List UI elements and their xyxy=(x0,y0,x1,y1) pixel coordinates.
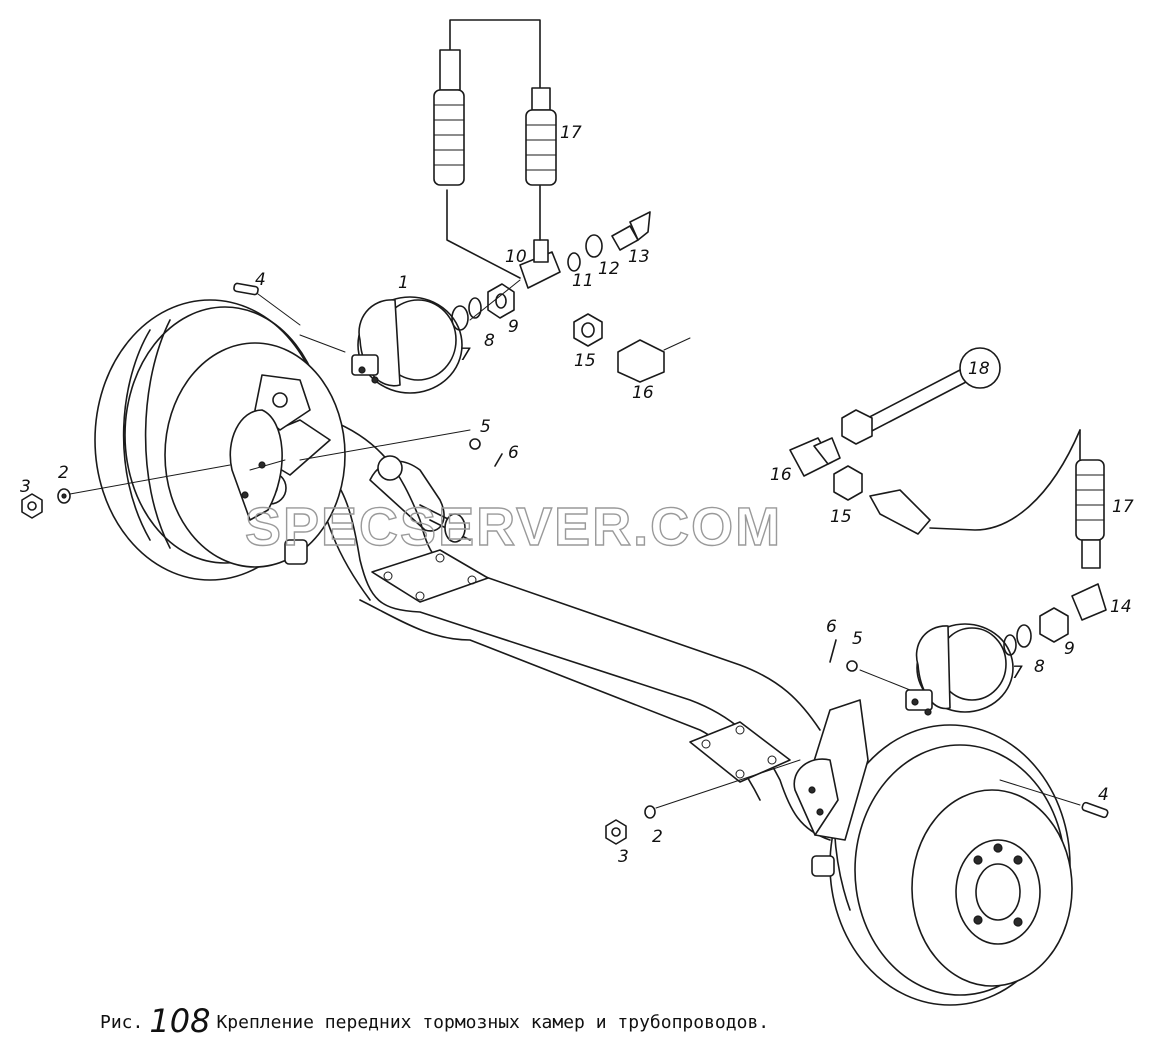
label-16-right: 16 xyxy=(770,465,792,485)
caption-prefix: Рис. xyxy=(100,1012,144,1033)
label-5-left: 5 xyxy=(480,417,491,437)
label-4-left: 4 xyxy=(255,270,266,290)
callout-labels: 1 2 3 4 5 6 7 8 9 10 11 12 13 15 16 17 1… xyxy=(20,123,1134,867)
label-17-upper: 17 xyxy=(560,123,582,143)
tee-fitting-assembly xyxy=(469,211,651,321)
caption-text: Крепление передних тормозных камер и тру… xyxy=(216,1012,770,1033)
label-9-left: 9 xyxy=(508,317,519,337)
front-axle-beam xyxy=(299,419,831,841)
caption-number: 108 xyxy=(149,1002,211,1040)
right-brake-drum xyxy=(811,724,1073,1006)
right-brake-chamber xyxy=(905,623,1014,716)
label-16-upper: 16 xyxy=(632,383,654,403)
label-10: 10 xyxy=(505,247,527,267)
right-slack-adjuster xyxy=(793,699,869,841)
left-chamber-fittings xyxy=(451,283,515,331)
label-9-right: 9 xyxy=(1064,639,1075,659)
left-fastener-parts xyxy=(21,282,503,519)
watermark-text: SPECSERVER.COM xyxy=(245,497,782,557)
label-5-right: 5 xyxy=(852,629,863,649)
label-2-right: 2 xyxy=(652,827,663,847)
label-1: 1 xyxy=(398,273,409,293)
label-17-right: 17 xyxy=(1112,497,1134,517)
label-3-left: 3 xyxy=(20,477,31,497)
steering-arm xyxy=(369,455,471,543)
label-4-right: 4 xyxy=(1098,785,1109,805)
label-3-right: 3 xyxy=(618,847,629,867)
left-brake-chamber xyxy=(299,296,463,394)
right-pipe-assembly xyxy=(605,347,1109,845)
left-slack-adjuster xyxy=(229,409,286,521)
label-11: 11 xyxy=(572,271,594,291)
label-7-left: 7 xyxy=(460,345,471,365)
label-13: 13 xyxy=(628,247,650,267)
upper-hoses xyxy=(433,19,557,279)
label-18: 18 xyxy=(968,359,990,379)
label-12: 12 xyxy=(598,259,620,279)
label-6-left: 6 xyxy=(508,443,519,463)
label-14: 14 xyxy=(1110,597,1132,617)
label-2-left: 2 xyxy=(58,463,69,483)
label-8-right: 8 xyxy=(1034,657,1045,677)
label-6-right: 6 xyxy=(826,617,837,637)
label-15-right: 15 xyxy=(830,507,852,527)
label-15-upper: 15 xyxy=(574,351,596,371)
label-7-right: 7 xyxy=(1012,663,1023,683)
upper-elbow-parts xyxy=(573,313,691,383)
label-8-left: 8 xyxy=(484,331,495,351)
